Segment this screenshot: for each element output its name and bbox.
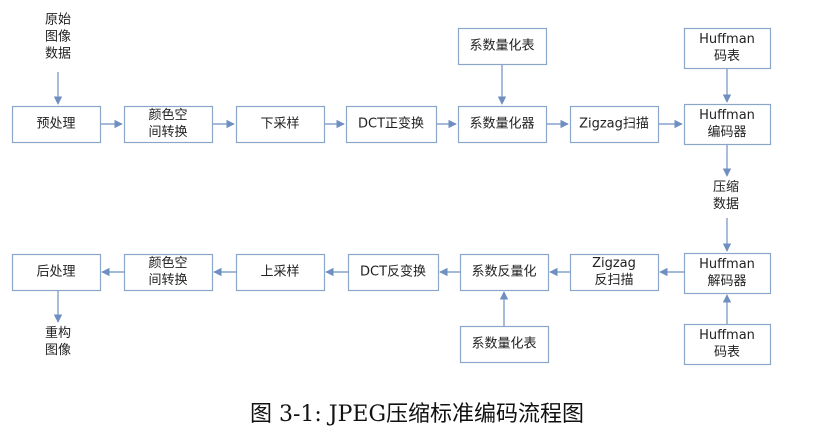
reconstructed-label-2: 图像 [45, 343, 71, 358]
downsample-label-1: 下采样 [260, 117, 299, 132]
dct-inverse-label-1: DCT反变换 [360, 264, 426, 280]
huffman-encoder-box [683, 103, 772, 146]
compressed-data-label-2: 数据 [713, 197, 739, 212]
zigzag-scan-label-1: Zigzag扫描 [579, 117, 649, 132]
zigzag-scan-box [569, 105, 660, 144]
huffman-table-bottom-label-2: 码表 [714, 345, 740, 360]
reconstructed-label-1: 重构 [45, 325, 71, 341]
color-convert-dec-label-2: 间转换 [148, 273, 187, 288]
huffman-decoder-label-2: 解码器 [707, 274, 746, 289]
huffman-table-bottom-box [683, 323, 772, 366]
figure-caption: 图 3-1: JPEG压缩标准编码流程图 [249, 402, 585, 427]
preprocess-label-1: 预处理 [36, 117, 75, 132]
postprocess-box [11, 253, 102, 292]
upsample-label-1: 上采样 [260, 265, 299, 280]
dct-inverse-box [347, 253, 440, 292]
huffman-decoder-label-1: Huffman [699, 257, 755, 272]
raw-input-label-3: 数据 [45, 47, 71, 62]
compressed-data-label-1: 压缩 [713, 179, 739, 195]
flow-arrows [53, 64, 732, 326]
huffman-table-top-label-2: 码表 [714, 49, 740, 64]
quant-table-bottom-label-1: 系数量化表 [471, 337, 536, 352]
color-convert-dec-box [123, 253, 214, 292]
zigzag-inverse-box [569, 253, 660, 292]
downsample-box [235, 105, 326, 144]
color-convert-enc-label-1: 颜色空 [148, 107, 187, 123]
color-convert-dec-label-1: 颜色空 [148, 255, 187, 271]
quant-table-top-box [457, 27, 548, 66]
huffman-encoder-label-2: 编码器 [707, 125, 746, 140]
quantizer-label-1: 系数量化器 [469, 117, 534, 132]
huffman-table-bottom-label-1: Huffman [699, 328, 755, 343]
color-convert-enc-box [123, 105, 214, 144]
huffman-encoder-label-1: Huffman [699, 108, 755, 123]
postprocess-label-1: 后处理 [36, 265, 75, 280]
preprocess-box [11, 105, 102, 144]
dequantize-label-1: 系数反量化 [471, 265, 536, 280]
dequantize-box [459, 253, 550, 292]
dct-forward-box [345, 105, 438, 144]
dct-forward-label-1: DCT正变换 [358, 116, 424, 132]
color-convert-enc-label-2: 间转换 [148, 125, 187, 140]
huffman-decoder-box [683, 252, 772, 295]
quant-table-bottom-box [459, 325, 550, 364]
raw-input-label-2: 图像 [45, 30, 71, 45]
huffman-table-top-label-1: Huffman [699, 32, 755, 47]
zigzag-inverse-label-2: 反扫描 [594, 273, 633, 288]
huffman-table-top-box [683, 27, 772, 70]
quant-table-top-label-1: 系数量化表 [469, 39, 534, 54]
raw-input-label-1: 原始 [45, 13, 71, 28]
zigzag-inverse-label-1: Zigzag [592, 256, 636, 271]
flow-boxes [11, 27, 772, 366]
upsample-box [235, 253, 326, 292]
quantizer-box [457, 105, 548, 144]
